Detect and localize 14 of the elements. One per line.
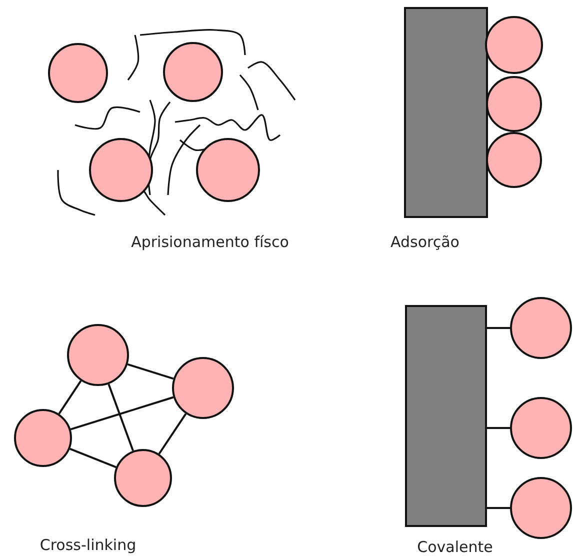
connector-line <box>70 396 174 430</box>
connector-line <box>108 384 134 452</box>
connector-line <box>158 413 187 454</box>
connector-line <box>127 363 174 380</box>
connector-line <box>58 380 82 414</box>
connector-line <box>487 507 510 509</box>
panel-caption: Cross-linking <box>40 536 136 554</box>
panel-caption: Adsorção <box>390 233 460 251</box>
panel-caption: Covalente <box>417 538 493 556</box>
connector-line <box>487 427 510 429</box>
connector-line <box>70 448 116 468</box>
panel-caption: Aprisionamento físco <box>131 233 289 251</box>
connector-line <box>487 327 510 329</box>
support-bar <box>405 305 487 527</box>
